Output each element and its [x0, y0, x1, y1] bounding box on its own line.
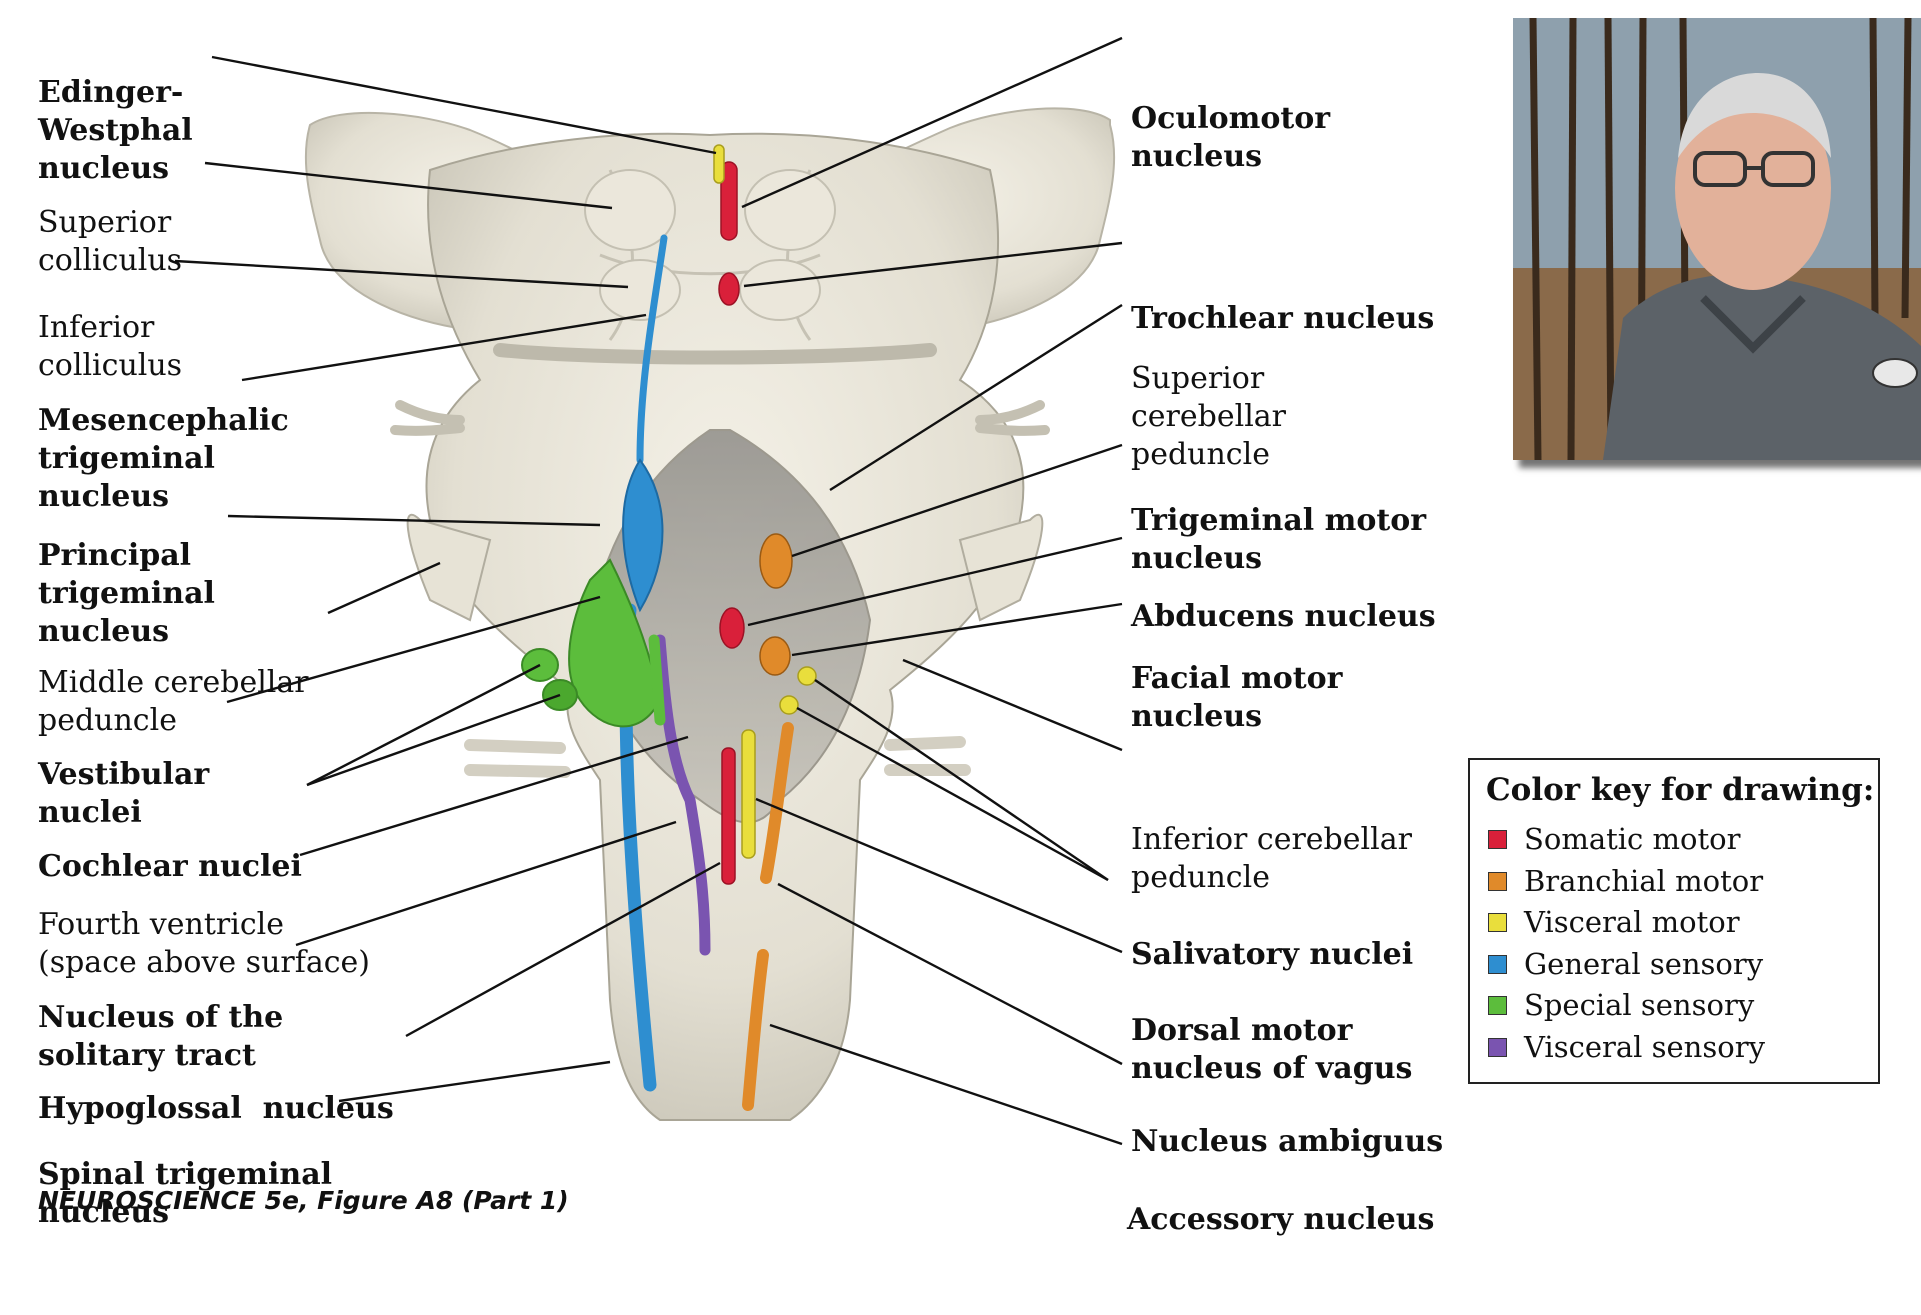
presenter-webcam: [1513, 18, 1921, 460]
color-key-label: Visceral sensory: [1524, 1029, 1765, 1064]
color-key-title: Color key for drawing:: [1486, 772, 1875, 808]
principal-trigeminal-nucleus-shape: [622, 458, 664, 613]
superior-colliculus-right: [744, 169, 836, 251]
edinger-westphal-nucleus-shape: [713, 144, 725, 184]
color-swatch: [1488, 830, 1507, 849]
trochlear-nucleus-shape: [718, 272, 740, 306]
leader-lines: [174, 36, 1123, 1146]
presenter-hair: [1678, 73, 1831, 158]
label-fourth-ventricle: Fourth ventricle(space above surface): [38, 907, 370, 980]
nerve-root-right: [975, 400, 1050, 436]
color-key-label: Visceral motor: [1524, 905, 1740, 939]
label-abducens: Abducens nucleus: [1131, 599, 1436, 634]
color-key-label: Branchial motor: [1524, 863, 1764, 898]
color-key-label: Somatic motor: [1524, 822, 1741, 856]
label-accessory: Accessory nucleus: [1127, 1202, 1435, 1237]
color-swatch: [1488, 913, 1507, 932]
middle-peduncle-left: [406, 513, 492, 622]
superior-colliculus-left: [584, 169, 676, 251]
hypoglossal-nucleus-shape: [721, 747, 736, 885]
presenter-jacket: [1603, 274, 1921, 460]
label-hypoglossal: Hypoglossal nucleus: [38, 1091, 394, 1126]
color-key-label: General sensory: [1524, 946, 1764, 981]
lower-root-left: [464, 739, 571, 778]
dorsal-motor-vagus-shape: [741, 729, 756, 859]
label-nucleus-ambiguus: Nucleus ambiguus: [1131, 1124, 1444, 1159]
inferior-colliculus-left: [599, 259, 681, 321]
abducens-nucleus-shape: [719, 607, 745, 649]
label-cochlear-nuclei: Cochlear nuclei: [38, 849, 302, 884]
pontine-band: [493, 343, 937, 365]
inferior-salivatory-shape: [779, 695, 799, 715]
nucleus-ambiguus-shape: [760, 722, 794, 884]
label-trochlear: Trochlear nucleus: [1131, 301, 1435, 336]
oculomotor-nucleus-shape: [720, 161, 738, 241]
presenter-collar: [1700, 295, 1806, 354]
presenter-video-frame: [1513, 18, 1921, 460]
color-swatch: [1488, 954, 1507, 974]
inferior-colliculus-right: [739, 259, 821, 321]
color-swatch: [1488, 871, 1507, 891]
color-key-label: Special sensory: [1524, 988, 1755, 1022]
lower-root-right: [884, 736, 971, 776]
color-swatch: [1488, 996, 1507, 1015]
presenter-glasses: [1693, 151, 1815, 187]
solitary-tract-nucleus-shape: [654, 634, 711, 956]
label-salivatory: Salivatory nuclei: [1131, 937, 1414, 972]
accessory-nucleus-shape: [742, 949, 769, 1111]
brainstem-illustration: [174, 36, 1123, 1146]
superior-salivatory-shape: [797, 666, 817, 686]
middle-peduncle-right: [958, 513, 1044, 622]
vestibular-nuclei-shape: [568, 558, 662, 728]
jacket-logo: [1872, 358, 1918, 388]
color-swatch: [1488, 1037, 1507, 1057]
mesencephalic-trigeminal-nucleus-shape: [636, 234, 668, 464]
presenter-head: [1675, 86, 1831, 290]
solitary-green-rostral: [648, 634, 666, 726]
figure-citation: NEUROSCIENCE 5e, Figure A8 (Part 1): [38, 1186, 569, 1215]
trigeminal-motor-nucleus-shape: [759, 533, 793, 589]
nerve-root-left: [390, 400, 465, 436]
facial-motor-nucleus-shape: [759, 636, 791, 676]
